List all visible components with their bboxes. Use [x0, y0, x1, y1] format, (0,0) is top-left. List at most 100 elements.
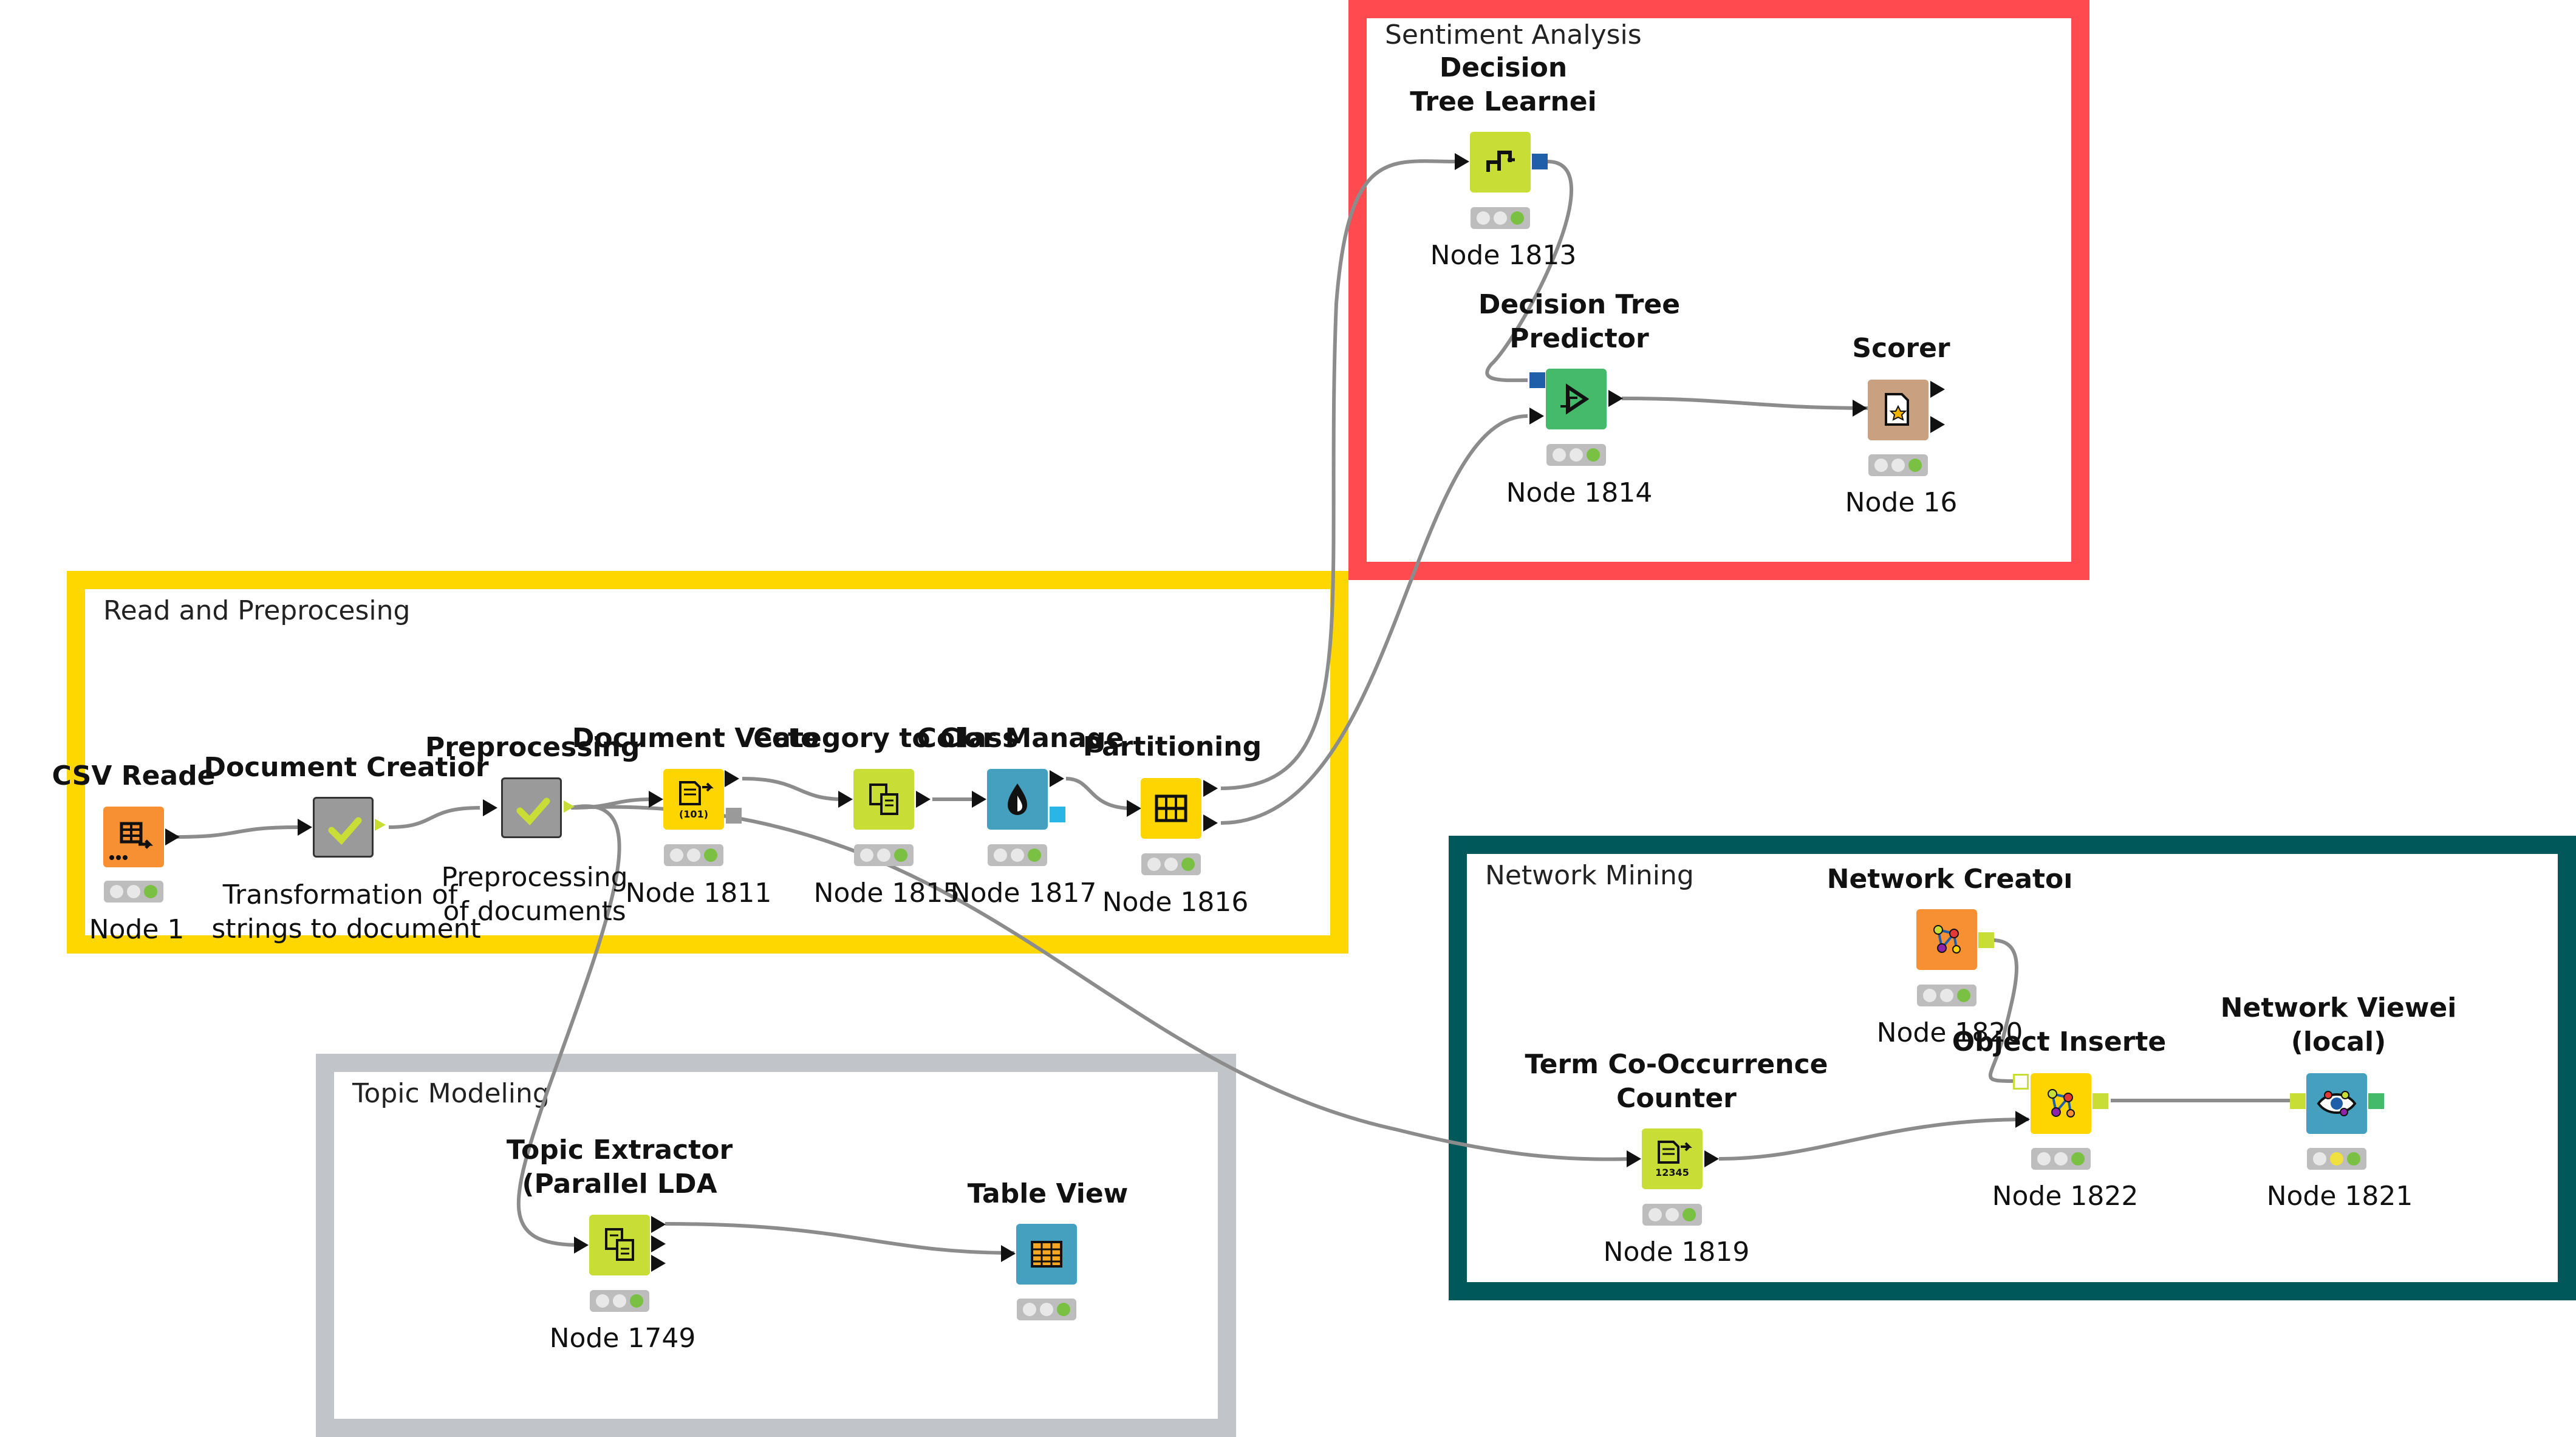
node-title: Color Manage: [917, 723, 1124, 754]
input-port[interactable]: [483, 799, 497, 816]
cooccurrence-icon: 12345: [1655, 1141, 1692, 1178]
wire-dt-predictor-to-scorer: [1621, 397, 1868, 410]
node-partitioning[interactable]: [1141, 778, 1201, 839]
annotation-topic-modeling: Topic Modeling: [316, 1054, 1236, 1437]
category-class-icon: [869, 783, 898, 815]
node-label: Node 1815: [813, 878, 960, 909]
input-port[interactable]: [1529, 408, 1544, 425]
status-traffic-light: [2307, 1148, 2366, 1170]
node-title: Network Viewei: [2220, 992, 2457, 1023]
output-port[interactable]: [1050, 770, 1064, 787]
output-port[interactable]: [1203, 814, 1218, 831]
node-document-vector[interactable]: (101): [663, 769, 724, 830]
output-port[interactable]: [725, 770, 739, 787]
annotation-label: Network Mining: [1485, 860, 1694, 891]
output-port[interactable]: [564, 800, 575, 813]
output-port[interactable]: [165, 828, 180, 845]
output-port[interactable]: [1203, 780, 1218, 797]
node-title: Tree Learnei: [1410, 86, 1597, 117]
status-traffic-light: [1141, 853, 1201, 875]
model-port[interactable]: [1532, 154, 1548, 169]
node-title: Decision Tree: [1478, 289, 1681, 320]
wire-network-creator-to-object-inserter: [1988, 938, 2020, 1083]
svg-text:12345: 12345: [1655, 1167, 1689, 1178]
model-port[interactable]: [1529, 372, 1545, 388]
node-term-cooccurrence-counter[interactable]: 12345: [1642, 1128, 1703, 1189]
output-port[interactable]: [1608, 390, 1623, 407]
wire-preprocessing-to-topic-extractor: [516, 804, 621, 1247]
wire-dt-learner-to-dt-predictor: [1485, 160, 1573, 383]
node-title: Table View: [967, 1178, 1129, 1209]
node-network-viewer[interactable]: [2306, 1073, 2367, 1134]
network-port[interactable]: [2013, 1074, 2029, 1090]
wire-preprocessing-to-term-cooc: [570, 805, 1638, 1161]
checkmark-icon: [328, 817, 362, 845]
node-network-creator[interactable]: [1916, 909, 1977, 970]
node-title: Counter: [1616, 1083, 1737, 1114]
wire-csv-to-doc-creation: [176, 825, 298, 839]
output-port[interactable]: [651, 1235, 666, 1252]
model-port[interactable]: [1050, 807, 1065, 822]
model-port[interactable]: [726, 808, 742, 824]
node-topic-extractor[interactable]: [589, 1215, 650, 1275]
input-port[interactable]: [1627, 1150, 1641, 1167]
node-color-manager[interactable]: [987, 769, 1048, 830]
node-table-view[interactable]: [1016, 1224, 1077, 1285]
input-port[interactable]: [1001, 1245, 1016, 1262]
node-object-inserter[interactable]: [2031, 1073, 2091, 1134]
output-port[interactable]: [1930, 381, 1945, 398]
node-document-creation[interactable]: [313, 797, 374, 858]
node-title: Category to Class: [753, 723, 1019, 754]
node-title: Decision: [1439, 52, 1568, 83]
node-label: Node 1: [89, 914, 185, 945]
input-port[interactable]: [574, 1237, 589, 1254]
color-drop-icon: [1008, 783, 1027, 815]
node-label: strings to document: [211, 913, 481, 944]
input-port[interactable]: [838, 791, 853, 808]
output-port[interactable]: [375, 819, 386, 831]
wire-term-cooc-to-object-inserter: [1718, 1118, 2029, 1161]
status-traffic-light: [1917, 985, 1976, 1006]
node-label: Node 1819: [1603, 1237, 1750, 1268]
table-reader-icon: [109, 822, 154, 860]
network-viewer-icon: [2317, 1091, 2357, 1116]
node-decision-tree-learner[interactable]: [1470, 132, 1531, 193]
node-title: Topic Extractor: [506, 1135, 733, 1166]
output-port[interactable]: [1930, 416, 1945, 433]
input-port[interactable]: [1127, 800, 1141, 817]
network-port[interactable]: [1978, 932, 1994, 948]
input-port[interactable]: [298, 819, 312, 836]
status-traffic-light: [1868, 454, 1928, 476]
status-traffic-light: [988, 844, 1047, 866]
node-decision-tree-predictor[interactable]: [1546, 369, 1607, 429]
annotation-label: Sentiment Analysis: [1385, 19, 1642, 50]
wire-color-manager-to-partitioning: [1065, 777, 1133, 810]
input-port[interactable]: [649, 791, 663, 808]
output-port[interactable]: [651, 1255, 666, 1272]
node-label: Node 1822: [1992, 1181, 2139, 1212]
wire-topic-extractor-to-table-view: [664, 1222, 1015, 1255]
predictor-icon: [1560, 383, 1590, 415]
network-port[interactable]: [2290, 1093, 2306, 1109]
output-port[interactable]: [1704, 1150, 1719, 1167]
output-port[interactable]: [651, 1216, 666, 1233]
network-port[interactable]: [2093, 1093, 2108, 1109]
input-port[interactable]: [1853, 400, 1867, 417]
annotation-label: Read and Preprocesing: [103, 595, 411, 626]
topic-extractor-icon: [605, 1228, 634, 1261]
node-label: Node 1816: [1102, 887, 1249, 918]
node-title: Network Creatoı: [1826, 864, 2073, 895]
node-preprocessing[interactable]: [501, 777, 562, 838]
input-port[interactable]: [972, 791, 986, 808]
input-port[interactable]: [2015, 1111, 2030, 1128]
node-title: (local): [2291, 1026, 2386, 1057]
node-category-to-class[interactable]: [853, 769, 914, 830]
output-port[interactable]: [916, 791, 931, 808]
node-csv-reader[interactable]: [103, 807, 164, 867]
status-traffic-light: [1017, 1299, 1076, 1320]
node-scorer[interactable]: [1868, 380, 1929, 440]
input-port[interactable]: [1455, 153, 1469, 170]
view-port[interactable]: [2368, 1093, 2384, 1109]
partition-grid-icon: [1155, 794, 1187, 822]
node-label: Node 1749: [549, 1323, 696, 1354]
